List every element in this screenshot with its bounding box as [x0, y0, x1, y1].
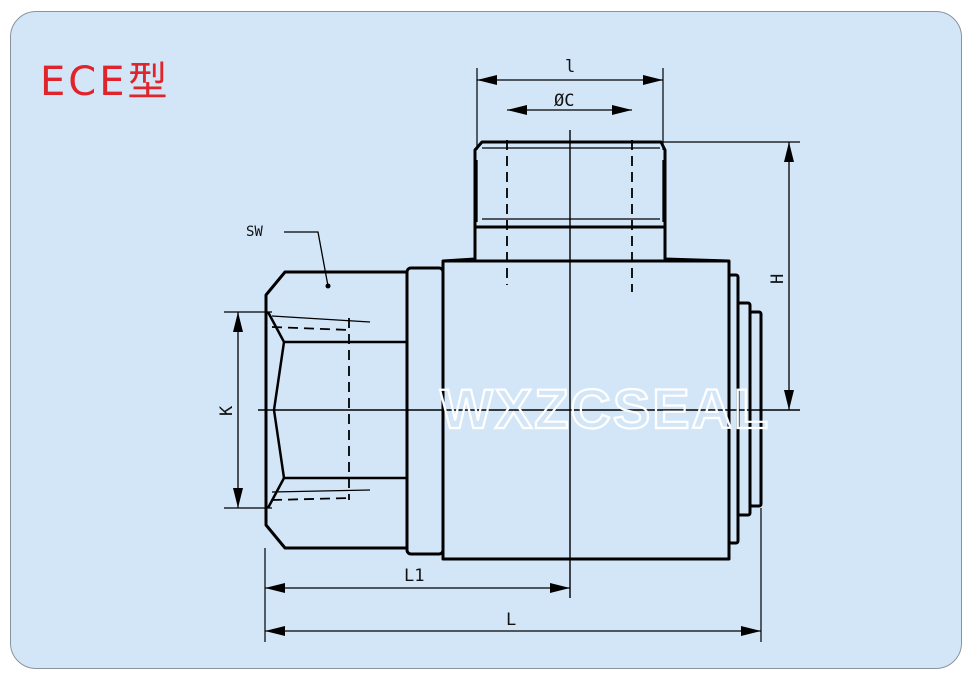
sw-label: SW	[246, 224, 263, 240]
thread-lines	[271, 147, 664, 493]
dim-k-label: K	[217, 405, 237, 416]
watermark-text: WXZCSEAL	[440, 377, 770, 440]
dim-h-label: H	[768, 274, 788, 284]
dimension-lines	[233, 75, 794, 636]
hidden-lines	[271, 140, 633, 501]
dim-length-label: L	[506, 610, 516, 630]
right-ring-3	[748, 310, 763, 508]
fitting-outline	[264, 140, 763, 561]
model-title: ECE型	[40, 59, 171, 105]
sw-leader	[284, 231, 329, 287]
dim-phi-c-label: ØC	[554, 91, 574, 111]
center-lines	[258, 130, 800, 598]
dim-l1-label: L1	[404, 566, 424, 586]
top-neck	[442, 227, 730, 263]
sw-leader-dot	[325, 283, 331, 289]
nut-collar	[405, 266, 445, 556]
extension-lines	[224, 68, 800, 642]
dim-l-label: l	[565, 57, 575, 77]
hex-inner-lines	[266, 311, 407, 509]
